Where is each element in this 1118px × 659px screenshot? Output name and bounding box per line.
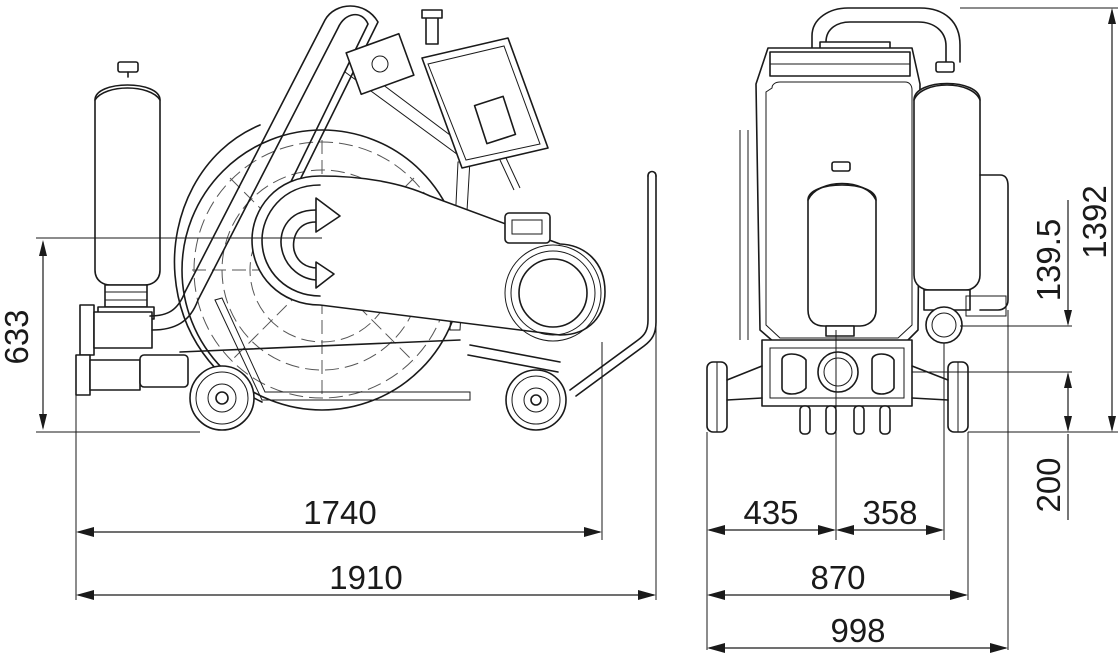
dim-633: 633 (0, 309, 35, 364)
dim-1392: 1392 (1076, 185, 1113, 258)
dim-1740: 1740 (303, 494, 376, 531)
wheel-right (505, 369, 567, 431)
handle-frame (149, 5, 379, 331)
control-box (345, 9, 549, 191)
belt-guard (251, 175, 606, 342)
dim-435: 435 (743, 494, 798, 531)
front-manifold (761, 339, 913, 435)
front-wheels (706, 361, 969, 433)
inlet-pipes (75, 304, 189, 396)
air-tank-right (913, 61, 1009, 317)
wheel-left (189, 365, 255, 431)
air-tank-center (807, 161, 877, 337)
dim-358: 358 (862, 494, 917, 531)
dimension-lines (39, 8, 1116, 653)
dim-200: 200 (1030, 457, 1067, 512)
dim-998: 998 (830, 612, 885, 649)
dim-139-5: 139.5 (1030, 219, 1067, 302)
front-view (706, 7, 1118, 650)
dim-870: 870 (810, 559, 865, 596)
dim-1910: 1910 (329, 559, 402, 596)
air-tank-left (94, 61, 161, 320)
side-view (36, 5, 657, 600)
